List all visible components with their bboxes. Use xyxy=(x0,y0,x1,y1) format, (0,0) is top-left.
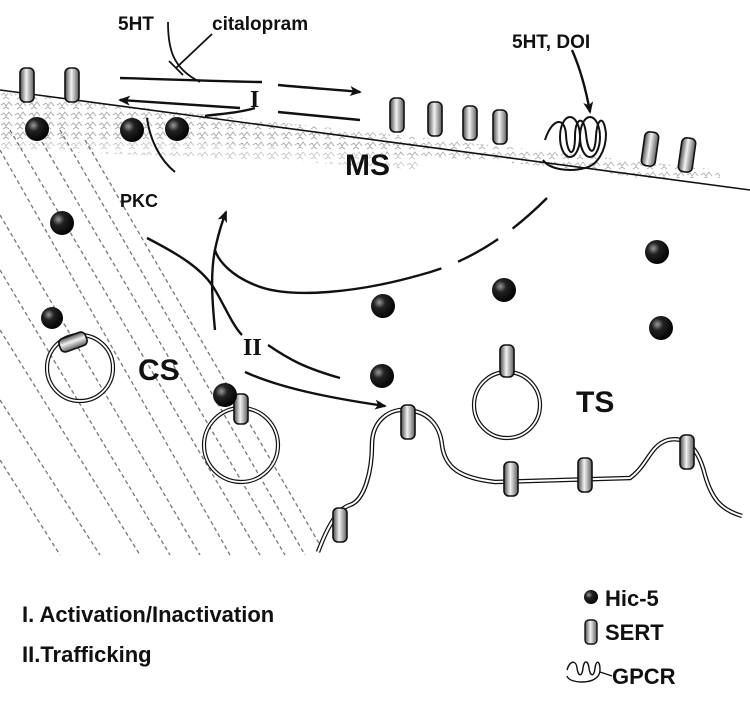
gpcr-legend-icon xyxy=(566,661,613,683)
hic5-dot xyxy=(165,117,189,141)
sert-transporter xyxy=(332,507,348,543)
pkc-curve xyxy=(146,117,176,173)
label-step-i: I xyxy=(250,87,259,113)
key-activation: I. Activation/Inactivation xyxy=(22,602,274,627)
sert-transporter xyxy=(462,105,478,141)
agonist-arrow xyxy=(570,49,594,114)
sert-transporter xyxy=(640,131,660,167)
hic5-dot xyxy=(50,211,74,235)
hic5-dot xyxy=(370,364,394,388)
hic5-proteins xyxy=(25,117,673,407)
legend-hic5-label: Hic-5 xyxy=(605,586,659,611)
hic5-dot xyxy=(371,294,395,318)
sert-transporter xyxy=(389,97,405,133)
sert-transporters xyxy=(19,67,697,543)
sert-legend-icon xyxy=(584,619,598,645)
sert-transporter xyxy=(577,457,593,493)
legend: Hic-5 SERT GPCR xyxy=(566,586,676,689)
hic5-dot xyxy=(649,316,673,340)
sert-transporter xyxy=(427,101,443,137)
legend-sert-label: SERT xyxy=(605,620,664,645)
label-ts: TS xyxy=(576,386,614,419)
pathway-key: I. Activation/Inactivation II.Traffickin… xyxy=(22,602,274,667)
label-cs: CS xyxy=(138,354,180,387)
key-trafficking: II.Trafficking xyxy=(22,642,152,667)
hic5-dot xyxy=(120,118,144,142)
sert-transporter xyxy=(400,404,416,440)
hic5-dot xyxy=(645,240,669,264)
hic5-legend-icon xyxy=(584,590,598,604)
label-citalopram: citalopram xyxy=(212,14,308,35)
label-5ht: 5HT xyxy=(118,14,154,35)
sert-transporter xyxy=(492,109,508,145)
hic5-dot xyxy=(213,383,237,407)
gpcr-receptor xyxy=(542,116,608,171)
sert-transporter xyxy=(677,137,697,173)
gpcr-signal-path xyxy=(213,197,548,295)
pathway-two-arrows xyxy=(146,210,387,410)
sert-transporter xyxy=(64,67,80,103)
hic5-dot xyxy=(25,117,49,141)
legend-hic5: Hic-5 xyxy=(584,586,659,611)
label-5ht-doi: 5HT, DOI xyxy=(512,32,590,53)
vesicle-ts xyxy=(471,369,543,441)
sert-transporter xyxy=(679,434,695,470)
hic5-dot xyxy=(492,278,516,302)
sert-transporter xyxy=(58,331,88,353)
citalopram-inhibition xyxy=(167,21,213,83)
label-step-ii: II xyxy=(243,335,262,361)
label-pkc: PKC xyxy=(120,191,158,211)
sert-transporter xyxy=(499,344,515,378)
legend-gpcr: GPCR xyxy=(566,661,676,689)
sert-transporter xyxy=(503,461,519,497)
hic5-dot xyxy=(41,307,63,329)
plasma-membrane xyxy=(0,89,750,191)
label-ms: MS xyxy=(345,149,390,182)
sert-transporter xyxy=(233,393,249,425)
sert-transporter xyxy=(19,67,35,103)
legend-gpcr-label: GPCR xyxy=(612,664,676,689)
pathway-one-arrows xyxy=(118,76,362,122)
cytoskeleton-filaments xyxy=(0,129,321,556)
legend-sert: SERT xyxy=(584,619,664,645)
